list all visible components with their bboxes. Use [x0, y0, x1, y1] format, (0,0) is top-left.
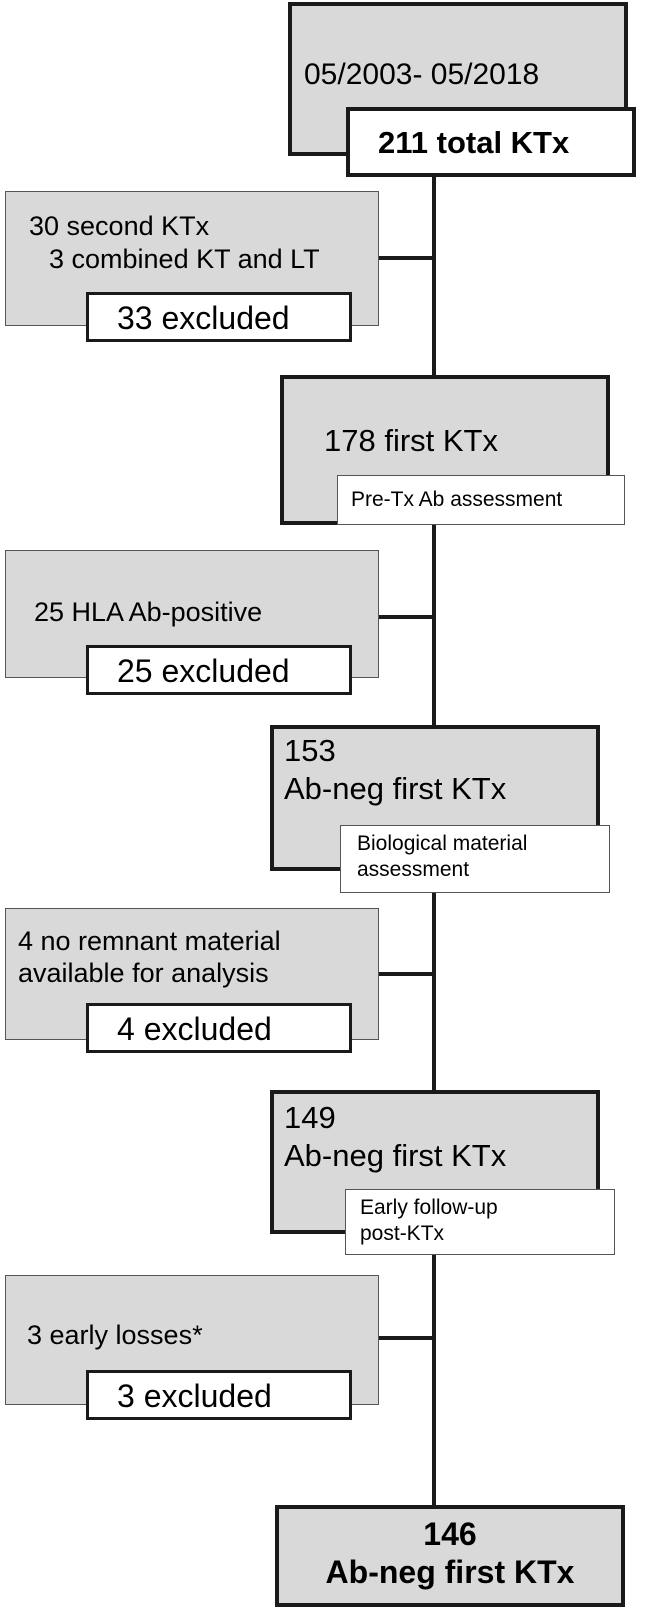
step-4-line2: Ab-neg first KTx — [284, 1138, 507, 1173]
step-4-line1: 149 — [284, 1100, 336, 1135]
exclusion-1-reason-1: 30 second KTx — [29, 211, 210, 241]
exclusion-3-reason-2: available for analysis — [18, 958, 269, 988]
step-tag-box-2: Pre-Tx Ab assessment — [337, 475, 625, 525]
exclusion-2-count: 25 excluded — [117, 653, 290, 689]
connector-excl1 — [378, 256, 434, 260]
exclusion-1-reason-2: 3 combined KT and LT — [49, 244, 320, 274]
start-period: 05/2003- 05/2018 — [304, 58, 540, 91]
exclusion-4-count: 3 excluded — [117, 1378, 272, 1414]
step-2-tag: Pre-Tx Ab assessment — [351, 488, 563, 511]
exclusion-count-box-1: 33 excluded — [86, 292, 352, 342]
exclusion-1-count: 33 excluded — [117, 300, 290, 336]
final-line1: 146 — [423, 1516, 477, 1552]
step-3-line2: Ab-neg first KTx — [284, 771, 507, 806]
start-total-box: 211 total KTx — [346, 107, 636, 177]
exclusion-3-count: 4 excluded — [117, 1011, 272, 1047]
start-total: 211 total KTx — [378, 125, 570, 160]
step-tag-box-3: Biological material assessment — [340, 825, 610, 893]
step-2-main: 178 first KTx — [324, 423, 498, 458]
step-3-tag-line1: Biological material — [357, 832, 528, 855]
step-3-tag-line2: assessment — [357, 858, 470, 881]
exclusion-count-box-3: 4 excluded — [86, 1003, 352, 1053]
exclusion-count-box-4: 3 excluded — [86, 1370, 352, 1420]
final-box: 146 Ab-neg first KTx — [275, 1505, 625, 1607]
exclusion-3-reason-1: 4 no remnant material — [18, 926, 281, 956]
step-4-tag-line2: post-KTx — [360, 1222, 445, 1245]
step-tag-box-4: Early follow-up post-KTx — [345, 1189, 615, 1255]
exclusion-4-reason: 3 early losses* — [27, 1320, 203, 1350]
connector-excl3 — [378, 972, 434, 976]
step-3-line1: 153 — [284, 733, 336, 768]
exclusion-2-reason: 25 HLA Ab-positive — [34, 597, 263, 627]
exclusion-count-box-2: 25 excluded — [86, 645, 352, 695]
final-line2: Ab-neg first KTx — [325, 1554, 575, 1591]
connector-excl2 — [378, 615, 434, 619]
step-4-tag-line1: Early follow-up — [360, 1196, 498, 1219]
connector-excl4 — [378, 1336, 434, 1340]
exclusion-box-1: 30 second KTx 3 combined KT and LT — [5, 191, 379, 326]
